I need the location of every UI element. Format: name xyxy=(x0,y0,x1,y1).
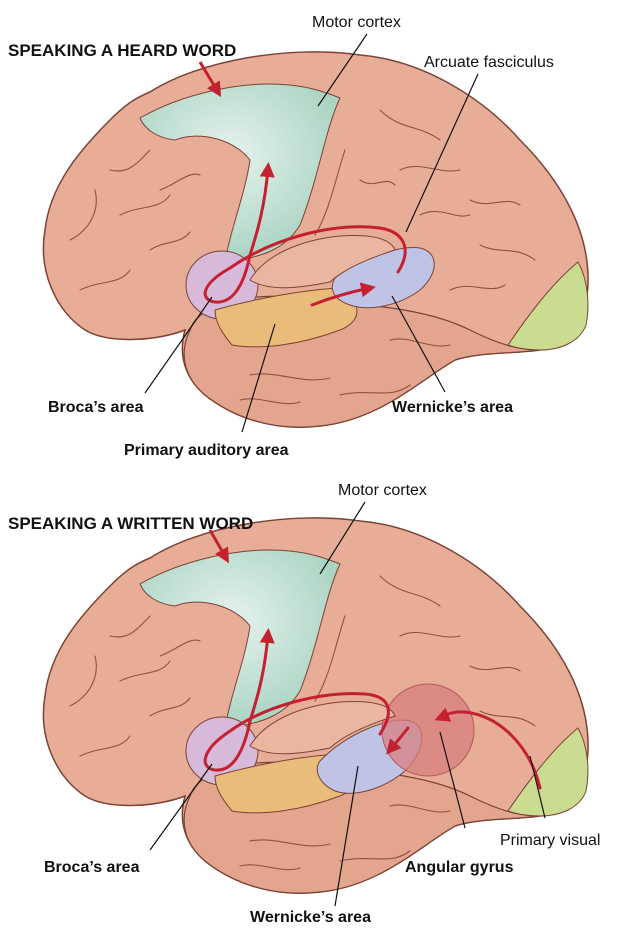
panel-speaking-written-word: SPEAKING A WRITTEN WORD Motor cortex Bro… xyxy=(0,466,636,932)
label-primary-auditory-area: Primary auditory area xyxy=(124,442,289,459)
panel-speaking-heard-word: SPEAKING A HEARD WORD Motor cortex Arcua… xyxy=(0,0,636,466)
label-motor-cortex: Motor cortex xyxy=(338,482,427,499)
brain-diagram-written: SPEAKING A WRITTEN WORD Motor cortex Bro… xyxy=(0,466,636,932)
label-broca-area: Broca’s area xyxy=(44,859,140,876)
panel-title: SPEAKING A WRITTEN WORD xyxy=(8,514,253,533)
angular-gyrus-region xyxy=(382,684,474,776)
brain-diagram-heard: SPEAKING A HEARD WORD Motor cortex Arcua… xyxy=(0,0,636,466)
label-broca-area: Broca’s area xyxy=(48,399,144,416)
label-angular-gyrus: Angular gyrus xyxy=(405,859,514,876)
panel-title: SPEAKING A HEARD WORD xyxy=(8,41,236,60)
label-primary-visual: Primary visual xyxy=(500,832,600,849)
label-arcuate-fasciculus: Arcuate fasciculus xyxy=(424,54,554,71)
label-motor-cortex: Motor cortex xyxy=(312,14,401,31)
label-wernicke-area: Wernicke’s area xyxy=(392,399,513,416)
label-wernicke-area: Wernicke’s area xyxy=(250,909,371,926)
